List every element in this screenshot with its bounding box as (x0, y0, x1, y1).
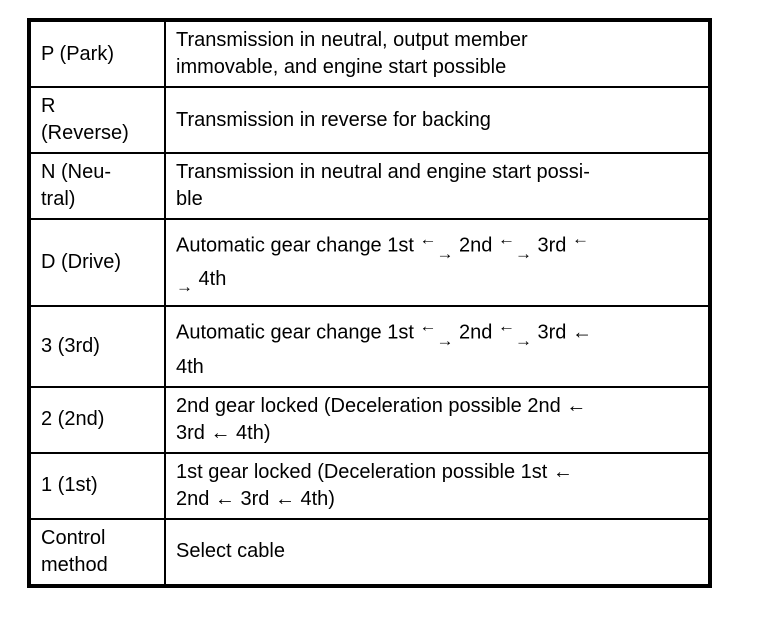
gear-description-cell: Automatic gear change 1st ←→ 2nd ←→ 3rd … (164, 305, 711, 388)
gear-description-cell: Select cable (164, 517, 711, 587)
gear-position-cell: Control method (28, 517, 166, 587)
shift-arrow-pair-icon: ←→ (498, 316, 532, 349)
upshift-left-arrow-icon: ← (419, 316, 437, 336)
gear-description-cell: 2nd gear locked (Deceleration possible 2… (164, 385, 711, 454)
downshift-right-arrow-icon: → (176, 277, 193, 297)
table-row: D (Drive)Automatic gear change 1st ←→ 2n… (28, 217, 711, 308)
shift-arrow-pair-icon: ←→ (498, 229, 532, 262)
table-row: 3 (3rd)Automatic gear change 1st ←→ 2nd … (28, 305, 711, 388)
downshift-right-arrow-icon: → (514, 330, 532, 350)
gear-description-cell: Transmission in reverse for backing (164, 86, 711, 154)
gear-position-cell: P (Park) (28, 19, 166, 88)
gear-position-cell: 1 (1st) (28, 451, 166, 520)
gear-description-cell: 1st gear locked (Deceleration possible 1… (164, 451, 711, 520)
gear-position-cell: D (Drive) (28, 217, 166, 308)
gear-description-cell: Transmission in neutral and engine start… (164, 152, 711, 220)
downshift-right-arrow-icon: → (514, 243, 532, 263)
gear-description-cell: Automatic gear change 1st ←→ 2nd ←→ 3rd … (164, 217, 711, 308)
shift-arrow-pair-icon: ←→ (419, 229, 453, 262)
downshift-right-arrow-icon: → (436, 243, 454, 263)
gear-position-cell: N (Neu- tral) (28, 152, 166, 220)
table-row: 1 (1st)1st gear locked (Deceleration pos… (28, 451, 711, 520)
table-row: N (Neu- tral)Transmission in neutral and… (28, 152, 711, 220)
gear-position-cell: R (Reverse) (28, 86, 166, 154)
gear-table-body: P (Park)Transmission in neutral, output … (28, 19, 711, 587)
gear-selector-table: P (Park)Transmission in neutral, output … (27, 18, 712, 588)
table-row: R (Reverse)Transmission in reverse for b… (28, 86, 711, 154)
gear-position-cell: 2 (2nd) (28, 385, 166, 454)
upshift-left-arrow-icon: ← (497, 316, 515, 336)
upshift-left-arrow-icon: ← (497, 229, 515, 248)
table-row: 2 (2nd)2nd gear locked (Deceleration pos… (28, 385, 711, 454)
downshift-right-arrow-icon: → (436, 330, 454, 350)
shift-arrow-pair-icon: ←→ (419, 316, 453, 349)
table-row: P (Park)Transmission in neutral, output … (28, 19, 711, 88)
gear-position-cell: 3 (3rd) (28, 305, 166, 388)
upshift-left-arrow-icon: ← (419, 229, 437, 248)
upshift-left-arrow-icon: ← (572, 229, 589, 248)
